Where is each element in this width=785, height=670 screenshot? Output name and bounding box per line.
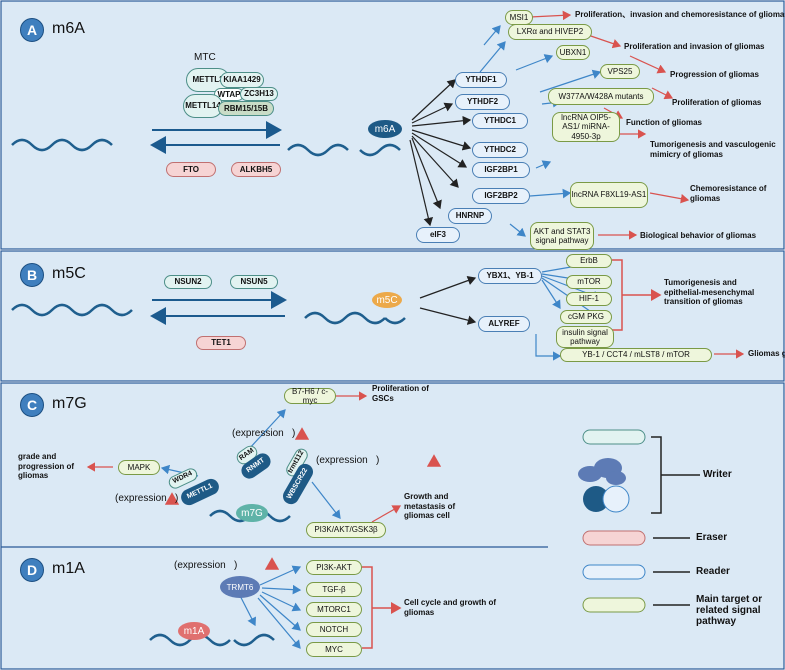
writer-trmt6: TRMT6 (220, 576, 260, 598)
target-mtorc1: MTORC1 (306, 602, 362, 617)
eraser-alkbh5: ALKBH5 (231, 162, 281, 177)
m7g-mark: m7G (236, 504, 268, 522)
target-mtor: mTOR (566, 275, 612, 289)
target-mapk: MAPK (118, 460, 160, 475)
legend-writer: Writer (703, 469, 732, 480)
outcome-m6a-8: Biological behavior of gliomas (640, 231, 757, 240)
expression-label-trmt6: (expression ) (174, 560, 238, 571)
target-vps25: VPS25 (600, 64, 640, 79)
outcome-m7g-1: Proliferation of GSCs (372, 384, 429, 403)
reader-ythdc1: YTHDC1 (472, 113, 528, 129)
target-pi3k-akt: PI3K-AKT (306, 560, 362, 575)
outcome-m6a-1: Proliferation、invasion and chemoresistan… (575, 10, 785, 19)
eraser-tet1: TET1 (196, 336, 246, 350)
reader-alyref: ALYREF (478, 316, 530, 332)
expression-label-mettl1: (expression ) (115, 493, 179, 504)
section-badge-d: D (20, 558, 44, 582)
outcome-m7g-3: Growth and metastasis of gliomas cell (404, 492, 456, 521)
reader-ythdf1: YTHDF1 (455, 72, 507, 88)
reader-eif3: eIF3 (416, 227, 460, 243)
reader-igf2bp2: IGF2BP2 (472, 188, 530, 204)
expression-label-rnmt: (expression ) (232, 428, 296, 439)
writer-mettl14: METTL14 (183, 94, 223, 118)
m6a-mark: m6A (368, 120, 402, 138)
target-notch: NOTCH (306, 622, 362, 637)
target-insulin: insulin signal pathway (556, 326, 614, 348)
target-tgfb: TGF-β (306, 582, 362, 597)
writer-nsun2: NSUN2 (164, 275, 212, 289)
outcome-m6a-5: Function of gliomas (626, 118, 702, 127)
target-akt-stat3: AKT and STAT3 signal pathway (530, 222, 594, 250)
reader-ythdf2: YTHDF2 (455, 94, 510, 110)
target-erbb: ErbB (566, 254, 612, 268)
outcome-m6a-7: Chemoresistance of gliomas (690, 184, 767, 203)
reader-hnrnp: HNRNP (448, 208, 492, 224)
target-myc: MYC (306, 642, 362, 657)
section-title-m1a: m1A (52, 560, 85, 577)
outcome-m5c-1: Tumorigenesis and epithelial-mesenchymal… (664, 278, 755, 307)
writer-nsun5: NSUN5 (230, 275, 278, 289)
eraser-fto: FTO (166, 162, 216, 177)
outcome-m6a-3: Progression of gliomas (670, 70, 759, 79)
target-b7h6: B7-H6 / c-myc (284, 387, 336, 405)
target-w377a-mutants: W377A/W428A mutants (548, 88, 654, 105)
section-title-m7g: m7G (52, 395, 87, 412)
writer-kiaa1429: KIAA1429 (220, 72, 264, 88)
reader-ybx1: YBX1、YB-1 (478, 268, 542, 284)
target-hif1: HIF-1 (566, 292, 612, 306)
target-msi1: MSI1 (505, 10, 533, 25)
target-yb1-cct4: YB-1 / CCT4 / mLST8 / mTOR (560, 348, 712, 362)
reader-ythdc2: YTHDC2 (472, 142, 528, 158)
expression-label-wbscr22: (expression ) (316, 455, 380, 466)
target-pi3k-akt-gsk3b: PI3K/AKT/GSK3β (306, 522, 386, 538)
writer-zc3h13: ZC3H13 (240, 87, 278, 101)
section-badge-c: C (20, 393, 44, 417)
panel-m7g-m1a (0, 382, 785, 670)
target-lxra-hivep2: LXRα and HIVEP2 (508, 24, 592, 40)
mtc-label: MTC (194, 52, 216, 63)
legend-reader: Reader (696, 566, 730, 577)
outcome-m6a-6: Tumorigenesis and vasculogenic mimicry o… (650, 140, 776, 159)
legend-eraser: Eraser (696, 532, 728, 543)
outcome-m5c-2: Gliomas growth (748, 349, 785, 358)
section-badge-a: A (20, 18, 44, 42)
legend-target: Main target or related signal pathway (696, 594, 763, 627)
target-cgm-pkg: cGM PKG (560, 310, 612, 324)
target-lncrna-f8xl19: lncRNA F8XL19-AS1 (570, 182, 648, 208)
m5c-mark: m5C (372, 292, 402, 308)
outcome-m6a-4: Proliferation of gliomas (672, 98, 762, 107)
m1a-mark: m1A (178, 622, 210, 640)
section-title-m5c: m5C (52, 265, 86, 282)
target-lncrna-oip5: lncRNA OIP5-AS1/ miRNA-4950-3p (552, 112, 620, 142)
outcome-m1a-1: Cell cycle and growth of gliomas (404, 598, 497, 617)
target-ubxn1: UBXN1 (556, 45, 590, 60)
section-badge-b: B (20, 263, 44, 287)
section-title-m6a: m6A (52, 20, 85, 37)
outcome-m6a-2: Proliferation and invasion of gliomas (624, 42, 765, 51)
writer-rbm15: RBM15/15B (218, 101, 274, 116)
outcome-m7g-2: grade and progression of gliomas (18, 452, 75, 481)
reader-igf2bp1: IGF2BP1 (472, 162, 530, 178)
